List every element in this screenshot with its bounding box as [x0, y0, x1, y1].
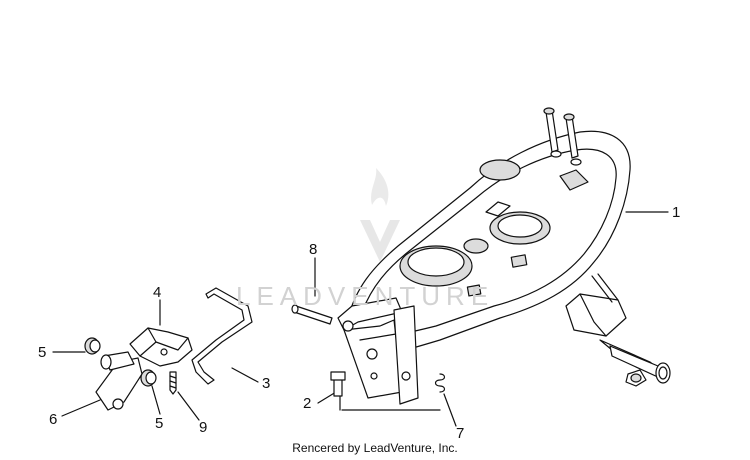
- clip: [434, 373, 446, 393]
- callout-6: 6: [49, 411, 58, 428]
- watermark-logo: [360, 168, 400, 262]
- deck-housing: [337, 107, 671, 405]
- callout-2: 2: [303, 395, 312, 412]
- lever-arm: [95, 351, 143, 411]
- callout-8: 8: [309, 241, 318, 258]
- bushing-upper: [84, 337, 101, 355]
- callout-9: 9: [199, 419, 208, 436]
- callout-1: 1: [672, 204, 681, 221]
- bolt: [330, 371, 346, 397]
- callout-5-lower: 5: [155, 415, 164, 432]
- render-credit: Rencered by LeadVenture, Inc.: [292, 441, 458, 455]
- callout-7: 7: [456, 425, 465, 442]
- wire-spring: [191, 287, 253, 385]
- callout-5-upper: 5: [38, 344, 47, 361]
- callout-3: 3: [262, 375, 271, 392]
- screw: [169, 371, 177, 395]
- bracket-plate: [129, 327, 193, 367]
- watermark-text: LEADVENTURE: [236, 281, 495, 311]
- bushing-lower: [140, 369, 157, 387]
- rod-pin: [291, 304, 333, 325]
- callout-4: 4: [153, 284, 162, 301]
